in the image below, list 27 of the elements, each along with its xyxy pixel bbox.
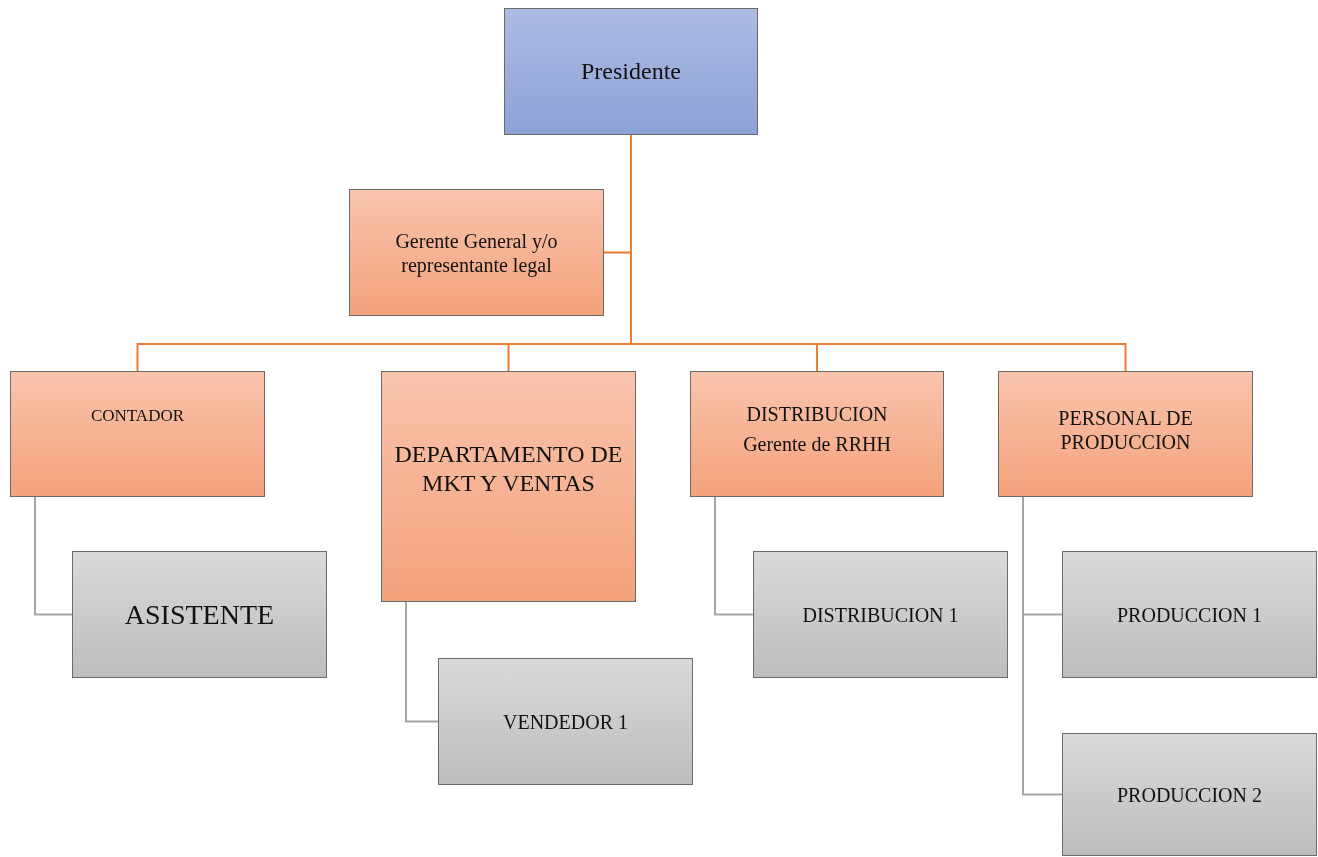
position-title: PRODUCCION 2 [1117,782,1262,807]
position-title: DISTRIBUCION 1 [802,602,959,627]
position-title: DISTRIBUCION [746,402,888,426]
position-title: ASISTENTE [124,597,275,632]
position-title: Gerente General y/o representante legal [394,228,559,277]
connector-line [34,496,73,616]
position-box [504,8,758,135]
subordinate-box [438,658,693,785]
position-title: Presidente [581,57,681,86]
subordinate-box [72,551,327,678]
subordinate-box [753,551,1008,678]
position-title: VENDEDOR 1 [503,709,628,734]
position-box [381,371,636,602]
connector-line [405,601,439,723]
position-title: CONTADOR [90,406,185,427]
subordinate-box [1062,733,1317,856]
position-title: DEPARTAMENTO DE MKT Y VENTAS [393,440,624,498]
position-subtitle: Gerente de RRHH [743,432,891,456]
position-box [690,371,944,497]
connector-line [714,496,754,616]
connector-line [1022,496,1063,796]
position-box [349,189,604,316]
position-title: PRODUCCION 1 [1117,602,1262,627]
position-box [10,371,265,497]
position-box [998,371,1253,497]
subordinate-box [1062,551,1317,678]
position-title: PERSONAL DE PRODUCCION [1057,406,1194,454]
